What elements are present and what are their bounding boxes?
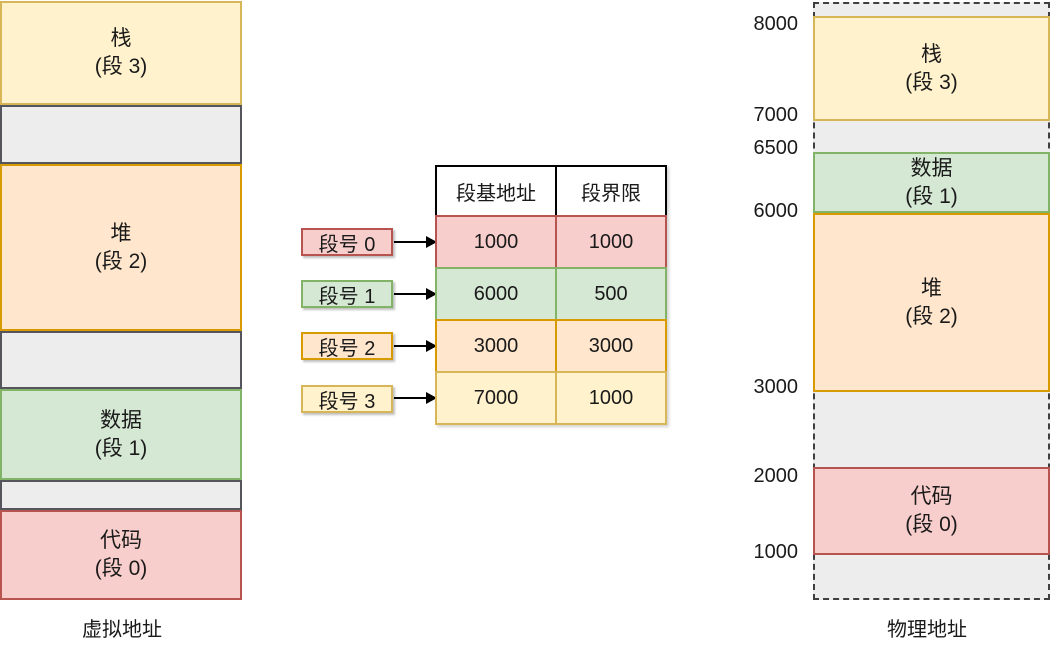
segment-number-label-0: 段号 0 <box>301 228 393 256</box>
address-mark-6000: 6000 <box>753 200 799 222</box>
segment-number-label-2: 段号 2 <box>301 332 393 360</box>
address-mark-2000: 2000 <box>753 465 799 487</box>
table-row-segment-3: 7000 1000 <box>435 371 667 425</box>
arrowhead-icon <box>426 392 437 404</box>
limit-cell: 1000 <box>588 386 634 409</box>
base-address-cell: 3000 <box>437 321 557 371</box>
address-mark-3000: 3000 <box>753 376 799 398</box>
segment-title: 堆 <box>921 276 942 300</box>
address-mark-8000: 8000 <box>753 13 799 35</box>
physical-segment-code: 代码 (段 0) <box>813 467 1050 555</box>
arrowhead-icon <box>426 288 437 300</box>
segment-table: 段基地址 段界限 1000 1000 6000 500 3000 3000 70… <box>435 165 667 425</box>
physical-address-caption: 物理地址 <box>887 619 967 641</box>
virtual-segment-data: 数据 (段 1) <box>0 389 242 480</box>
segment-number-label-3: 段号 3 <box>301 385 393 413</box>
segment-subtitle: (段 3) <box>94 55 148 78</box>
limit-cell: 1000 <box>588 230 634 253</box>
arrowhead-icon <box>426 340 437 352</box>
arrow-to-row-0 <box>394 241 427 243</box>
segment-subtitle: (段 1) <box>94 436 148 460</box>
virtual-gap-2 <box>0 331 242 389</box>
base-address-cell: 1000 <box>437 217 557 267</box>
virtual-address-caption: 虚拟地址 <box>82 619 162 641</box>
segment-subtitle: (段 3) <box>905 70 958 94</box>
physical-segment-data: 数据 (段 1) <box>813 152 1050 213</box>
address-mark-6500: 6500 <box>753 137 799 159</box>
segment-number-label-1: 段号 1 <box>301 280 393 308</box>
limit-cell: 3000 <box>588 334 634 357</box>
segment-title: 栈 <box>921 42 942 66</box>
arrow-to-row-1 <box>394 293 427 295</box>
segment-title: 栈 <box>110 27 132 50</box>
base-address-cell: 7000 <box>437 373 557 423</box>
segment-title: 代码 <box>100 529 142 552</box>
physical-segment-heap: 堆 (段 2) <box>813 213 1050 392</box>
table-row-segment-2: 3000 3000 <box>435 319 667 373</box>
limit-cell: 500 <box>594 282 628 305</box>
base-address-cell: 6000 <box>437 269 557 319</box>
segment-subtitle: (段 0) <box>94 557 148 580</box>
physical-segment-stack: 栈 (段 3) <box>813 16 1050 121</box>
column-header-limit: 段界限 <box>581 182 641 205</box>
virtual-gap-1 <box>0 105 242 164</box>
segment-title: 堆 <box>110 221 132 245</box>
segment-title: 数据 <box>100 408 142 432</box>
segment-title: 数据 <box>910 156 953 180</box>
segment-subtitle: (段 1) <box>905 184 958 208</box>
segment-title: 代码 <box>910 485 953 508</box>
arrow-to-row-2 <box>394 345 427 347</box>
column-header-base: 段基地址 <box>437 167 557 215</box>
arrow-to-row-3 <box>394 397 427 399</box>
physical-memory-container: 栈 (段 3) 数据 (段 1) 堆 (段 2) 代码 (段 0) <box>813 2 1050 600</box>
virtual-segment-heap: 堆 (段 2) <box>0 164 242 331</box>
virtual-segment-code: 代码 (段 0) <box>0 510 242 600</box>
segment-subtitle: (段 2) <box>94 249 148 273</box>
segment-subtitle: (段 0) <box>905 513 958 536</box>
address-mark-7000: 7000 <box>753 104 799 126</box>
table-row-segment-1: 6000 500 <box>435 267 667 321</box>
segment-subtitle: (段 2) <box>905 304 958 328</box>
virtual-gap-3 <box>0 480 242 510</box>
table-row-segment-0: 1000 1000 <box>435 215 667 269</box>
segment-table-header-row: 段基地址 段界限 <box>435 165 667 217</box>
arrowhead-icon <box>426 236 437 248</box>
address-mark-1000: 1000 <box>753 541 799 563</box>
virtual-segment-stack: 栈 (段 3) <box>0 1 242 105</box>
